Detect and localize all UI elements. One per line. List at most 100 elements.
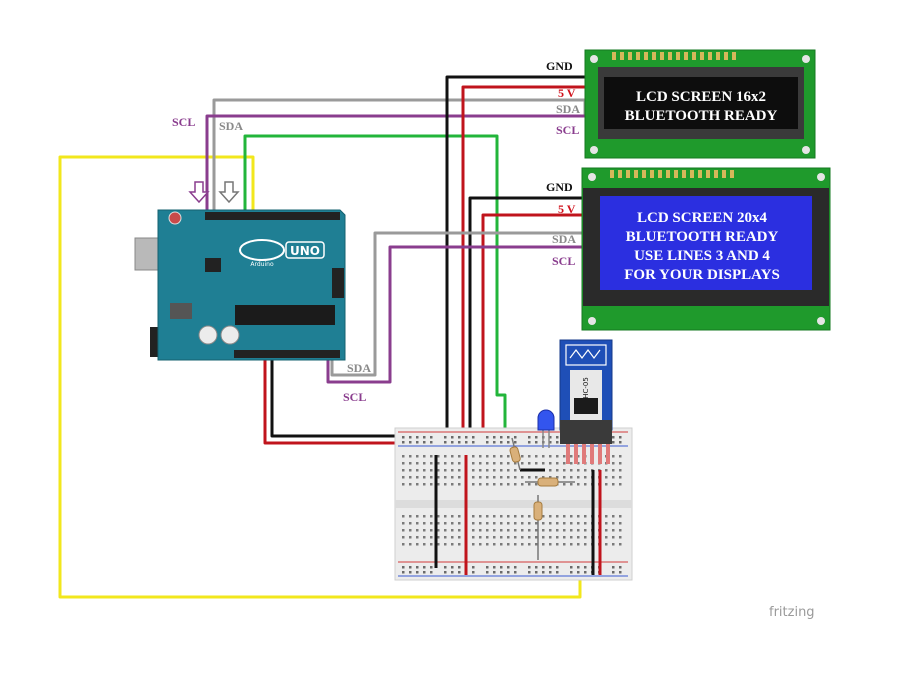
breadboard-hole — [444, 515, 447, 518]
breadboard-hole — [584, 483, 587, 486]
breadboard-hole — [437, 515, 440, 518]
breadboard-hole — [416, 536, 419, 539]
breadboard-hole — [563, 522, 566, 525]
breadboard-hole — [556, 515, 559, 518]
breadboard-hole — [486, 566, 489, 569]
breadboard-hole — [570, 462, 573, 465]
breadboard-hole — [458, 455, 461, 458]
breadboard-hole — [528, 483, 531, 486]
breadboard-hole — [451, 571, 454, 574]
breadboard-hole — [535, 476, 538, 479]
breadboard-hole — [507, 571, 510, 574]
breadboard-hole — [556, 436, 559, 439]
pin-arrows — [188, 181, 240, 204]
breadboard-hole — [549, 543, 552, 546]
breadboard-hole — [409, 455, 412, 458]
breadboard-hole — [605, 543, 608, 546]
usb-chip — [205, 258, 221, 272]
breadboard-hole — [465, 441, 468, 444]
breadboard-hole — [549, 566, 552, 569]
scl-wire-lcd20 — [326, 245, 585, 384]
breadboard-hole — [472, 476, 475, 479]
breadboard-hole — [437, 536, 440, 539]
breadboard-hole — [430, 536, 433, 539]
breadboard-hole — [549, 522, 552, 525]
breadboard-hole — [500, 566, 503, 569]
breadboard-hole — [584, 543, 587, 546]
breadboard-hole — [430, 441, 433, 444]
breadboard-hole — [430, 571, 433, 574]
breadboard-hole — [500, 536, 503, 539]
breadboard-hole — [416, 441, 419, 444]
breadboard-hole — [542, 543, 545, 546]
breadboard-hole — [549, 441, 552, 444]
breadboard-hole — [570, 536, 573, 539]
breadboard-hole — [556, 536, 559, 539]
breadboard-hole — [486, 529, 489, 532]
breadboard-hole — [444, 436, 447, 439]
breadboard-hole — [521, 543, 524, 546]
breadboard-hole — [605, 476, 608, 479]
breadboard-hole — [612, 522, 615, 525]
breadboard-hole — [409, 469, 412, 472]
breadboard-hole — [500, 455, 503, 458]
breadboard-hole — [521, 476, 524, 479]
breadboard-hole — [486, 455, 489, 458]
breadboard-hole — [612, 462, 615, 465]
breadboard-hole — [472, 483, 475, 486]
breadboard-wires — [434, 455, 602, 575]
breadboard-hole — [444, 462, 447, 465]
breadboard-hole — [458, 476, 461, 479]
breadboard-hole — [577, 483, 580, 486]
breadboard-hole — [556, 522, 559, 525]
breadboard-hole — [416, 566, 419, 569]
breadboard-hole — [472, 462, 475, 465]
breadboard-hole — [402, 441, 405, 444]
breadboard-hole — [535, 483, 538, 486]
breadboard-hole — [409, 571, 412, 574]
breadboard-hole — [486, 462, 489, 465]
breadboard-hole — [605, 536, 608, 539]
breadboard-hole — [402, 462, 405, 465]
breadboard-hole — [619, 462, 622, 465]
breadboard-hole — [479, 522, 482, 525]
breadboard-hole — [423, 436, 426, 439]
scl-label-analog: SCL — [343, 390, 366, 404]
breadboard-hole — [416, 476, 419, 479]
breadboard-hole — [612, 515, 615, 518]
breadboard-hole — [528, 566, 531, 569]
breadboard-hole — [444, 469, 447, 472]
breadboard-hole — [605, 483, 608, 486]
breadboard-hole — [577, 543, 580, 546]
breadboard-hole — [493, 476, 496, 479]
breadboard-hole — [479, 483, 482, 486]
breadboard-hole — [584, 522, 587, 525]
breadboard-hole — [535, 462, 538, 465]
breadboard-hole — [535, 441, 538, 444]
sda-label-lcd20: SDA — [552, 232, 576, 246]
breadboard-hole — [584, 515, 587, 518]
breadboard-hole — [556, 462, 559, 465]
breadboard-hole — [542, 529, 545, 532]
breadboard-hole — [521, 455, 524, 458]
breadboard-hole — [444, 543, 447, 546]
breadboard-hole — [556, 529, 559, 532]
breadboard-hole — [409, 536, 412, 539]
breadboard-hole — [556, 441, 559, 444]
breadboard-hole — [479, 462, 482, 465]
sda-wire-lcd20 — [330, 231, 585, 377]
breadboard-hole — [500, 441, 503, 444]
breadboard-hole — [500, 462, 503, 465]
breadboard-hole — [430, 483, 433, 486]
breadboard-hole — [437, 522, 440, 525]
breadboard-hole — [514, 436, 517, 439]
breadboard-hole — [612, 455, 615, 458]
breadboard-hole — [535, 543, 538, 546]
resistor-2 — [525, 477, 575, 487]
breadboard-hole — [514, 571, 517, 574]
gnd-label-lcd16: GND — [546, 59, 573, 73]
breadboard-hole — [619, 476, 622, 479]
breadboard-hole — [486, 536, 489, 539]
breadboard-hole — [409, 515, 412, 518]
breadboard-hole — [514, 515, 517, 518]
